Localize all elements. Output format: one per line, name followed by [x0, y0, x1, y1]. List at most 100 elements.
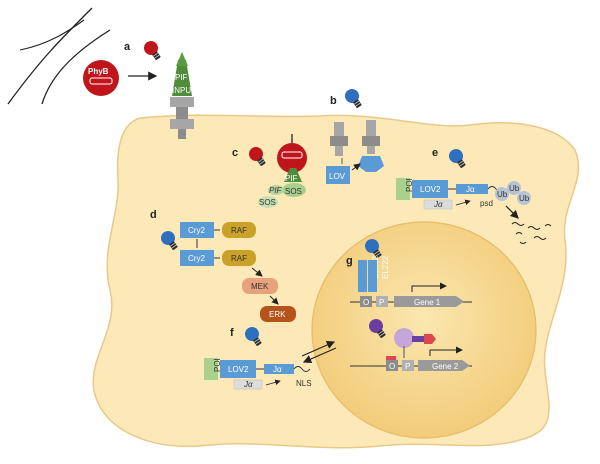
raf-label-2: RAF	[231, 254, 247, 263]
lov2-box-e	[412, 180, 448, 198]
sos-bound-c	[282, 183, 306, 197]
operator-1	[360, 296, 372, 307]
sos-free-c	[258, 196, 278, 208]
ja-label-f: Jα	[273, 365, 282, 374]
panel-label-e: e	[432, 147, 438, 159]
receptor-segment-3	[170, 119, 194, 129]
ub-label-3: Ub	[519, 194, 530, 203]
gene-1	[394, 296, 464, 307]
nls-tail-f	[293, 366, 311, 372]
cry2-box-2	[180, 250, 214, 266]
cry2-box-1	[180, 222, 214, 238]
el222-label-2: EL222	[381, 255, 390, 279]
ja-label-e: Jα	[466, 185, 475, 194]
ja-helix-f	[264, 364, 294, 374]
ja-free-e	[423, 199, 453, 210]
raf-label-1: RAF	[231, 226, 247, 235]
arrow-export	[302, 347, 337, 363]
ja-free-f	[233, 379, 263, 390]
activator-domain-g	[424, 334, 436, 344]
gene-label-2: Gene 2	[432, 362, 459, 371]
plant-stem-1	[7, 7, 93, 105]
arrow-import	[301, 341, 336, 357]
operator-label-1: O	[363, 298, 369, 307]
lov2-label-f: LOV2	[228, 365, 249, 374]
phyb-chromophore-c	[281, 151, 303, 159]
ja-helix-e	[456, 184, 488, 194]
tf-linker-g	[412, 336, 424, 342]
lov2-box-f	[220, 360, 256, 378]
panel-label-d: d	[150, 209, 157, 221]
lov-box-b	[326, 166, 350, 184]
receptor-segment-4	[178, 129, 186, 139]
receptor-b2-top	[366, 120, 376, 136]
receptor-b2-low	[367, 146, 375, 154]
light-bulb-violet-g	[369, 319, 387, 339]
receptor-segment-2	[176, 107, 188, 119]
cry2-label-2: Cry2	[188, 254, 205, 263]
promoter-label-2: P	[405, 362, 410, 371]
raf-box-1	[222, 222, 256, 238]
pif-input-receptor	[172, 60, 192, 96]
el222-1	[358, 260, 367, 292]
plant-stem-2	[41, 29, 111, 105]
phyb-chromophore	[89, 77, 113, 85]
arrow-f-small	[265, 379, 281, 386]
promoter-2	[402, 360, 414, 371]
phyb-label: PhyB	[88, 67, 109, 76]
mek-box	[242, 278, 278, 294]
light-bulb-blue-d	[161, 231, 179, 251]
lov2-label-e: LOV2	[420, 185, 441, 194]
raf-box-2	[222, 250, 256, 266]
ub-bubble-3	[517, 191, 531, 205]
cry2-label-1: Cry2	[188, 226, 205, 235]
mek-label: MEK	[251, 282, 269, 291]
transcription-factor-g	[394, 328, 414, 348]
pif-free-label-c: PIF	[269, 186, 283, 195]
erk-label: ERK	[269, 310, 286, 319]
lov-partner-b	[358, 156, 384, 172]
erk-box	[260, 306, 296, 322]
sos-free-label-c: SOS	[259, 198, 276, 207]
panel-label-c: c	[232, 147, 238, 159]
gene-label-1: Gene 1	[414, 298, 441, 307]
receptor-b1-low	[335, 146, 343, 156]
panel-label-g: g	[346, 255, 353, 267]
nls-label-f: NLS	[296, 379, 312, 388]
arrow-b	[351, 163, 361, 171]
plant-stem-3	[19, 19, 85, 51]
poi-box-f	[204, 358, 218, 380]
pif-label-c: PIF	[285, 174, 298, 183]
light-bulb-blue-f	[245, 327, 263, 347]
light-bulb-blue-e	[449, 149, 467, 169]
operator-2	[386, 360, 398, 371]
psd-label-e: psd	[480, 199, 493, 208]
promoter-label-1: P	[379, 298, 384, 307]
pif-bound-c	[284, 168, 302, 182]
poi-label-e: POI	[405, 178, 414, 192]
light-bulb-blue-g	[365, 239, 383, 259]
transcription-arrow-2	[429, 346, 463, 356]
receptor-b2-mid	[362, 136, 380, 146]
light-bulb-red-c	[249, 147, 267, 167]
arrow-raf-mek	[251, 267, 263, 277]
el222-2	[368, 260, 377, 292]
ub-bubble-2	[507, 181, 521, 195]
arrow-e-small	[455, 199, 471, 206]
receptor-b1-mid	[330, 136, 348, 146]
gene-2	[418, 360, 470, 371]
arrow-mek-erk	[269, 295, 279, 305]
input-label-a: INPUT	[172, 86, 196, 95]
arrow-degradation	[505, 205, 519, 219]
operator-label-2: O	[389, 362, 395, 371]
lov-label-b: LOV	[329, 172, 346, 181]
pif-label-a: PIF	[175, 73, 188, 82]
receptor-segment-1	[170, 97, 194, 107]
panel-label-f: f	[230, 327, 234, 339]
ja-free-label-f: Jα	[243, 380, 253, 389]
panel-label-b: b	[330, 95, 337, 107]
ub-label-1: Ub	[497, 190, 508, 199]
pif-tip	[176, 52, 188, 66]
